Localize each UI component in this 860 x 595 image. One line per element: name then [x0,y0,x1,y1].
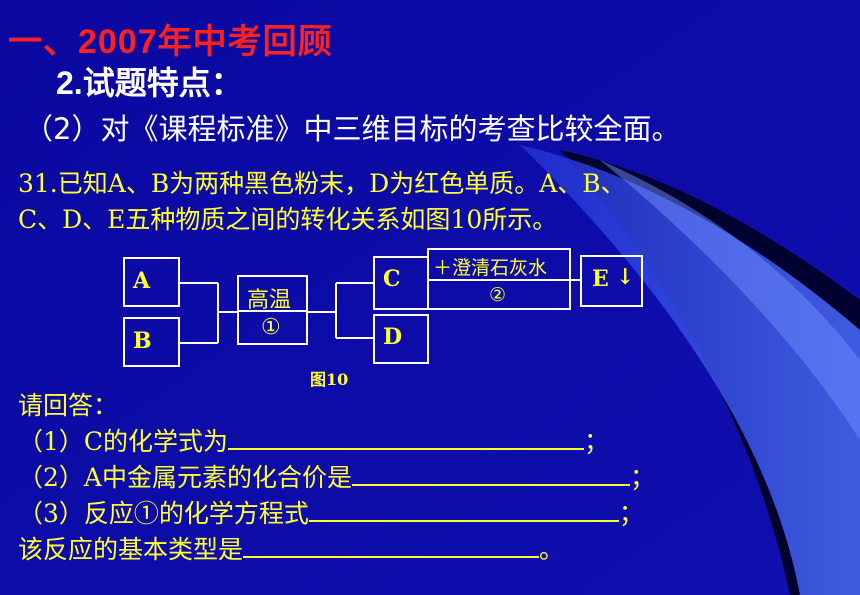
answer-2-text: （2）A中金属元素的化合价是 [18,463,352,492]
question-line-2: C、D、E五种物质之间的转化关系如图10所示。 [18,205,558,234]
answer-1-end: ； [584,427,610,456]
answer-3-text: （3）反应①的化学方程式 [18,499,309,528]
answer-line-3: （3）反应①的化学方程式 ； [18,494,644,530]
reaction-1-number: ① [261,315,281,340]
slide-title: 一、2007年中考回顾 [8,23,333,61]
reaction-2-number: ② [489,284,507,306]
answer-4-text: 该反应的基本类型是 [18,535,244,564]
reaction-2-divider [427,279,571,281]
box-d-label: D [383,324,403,350]
answer-1-blank[interactable] [228,424,585,450]
answer-line-2: （2）A中金属元素的化合价是 ； [18,458,655,494]
box-a: A [123,257,180,307]
reaction-1-divider [237,310,308,312]
background-swoosh-light [520,145,860,595]
answer-prompt: 请回答： [18,391,119,420]
answer-2-end: ； [629,463,655,492]
box-a-label: A [133,268,151,294]
box-c: C [373,256,429,310]
box-c-label: C [383,266,401,292]
box-e-label: E [592,266,609,292]
answer-4-end: 。 [539,535,565,564]
diagram-caption: 图10 [310,370,349,389]
answer-1-text: （1）C的化学式为 [18,427,229,456]
answer-2-blank[interactable] [351,460,630,486]
reaction-1-condition: 高温 [247,288,292,313]
slide-subtitle: 2.试题特点： [56,65,243,101]
reaction-1-box: 高温 ① [237,275,308,345]
question-line-1: 31.已知A、B为两种黑色粉末，D为红色单质。A、B、 [18,169,626,198]
answer-3-end: ； [618,499,644,528]
answer-3-blank[interactable] [308,496,619,522]
answer-line-1: （1）C的化学式为 ； [18,422,609,458]
answer-line-4: 该反应的基本类型是 。 [18,530,564,566]
precipitate-arrow-icon: ↓ [616,264,635,290]
box-e: E ↓ [580,255,643,307]
feature-point: （2）对《课程标准》中三维目标的考查比较全面。 [24,112,681,146]
reaction-2-reagent: ＋澄清石灰水 [433,257,548,279]
box-b-label: B [133,328,152,354]
box-d: D [373,314,429,364]
box-b: B [123,317,180,367]
answer-4-blank[interactable] [243,532,540,558]
